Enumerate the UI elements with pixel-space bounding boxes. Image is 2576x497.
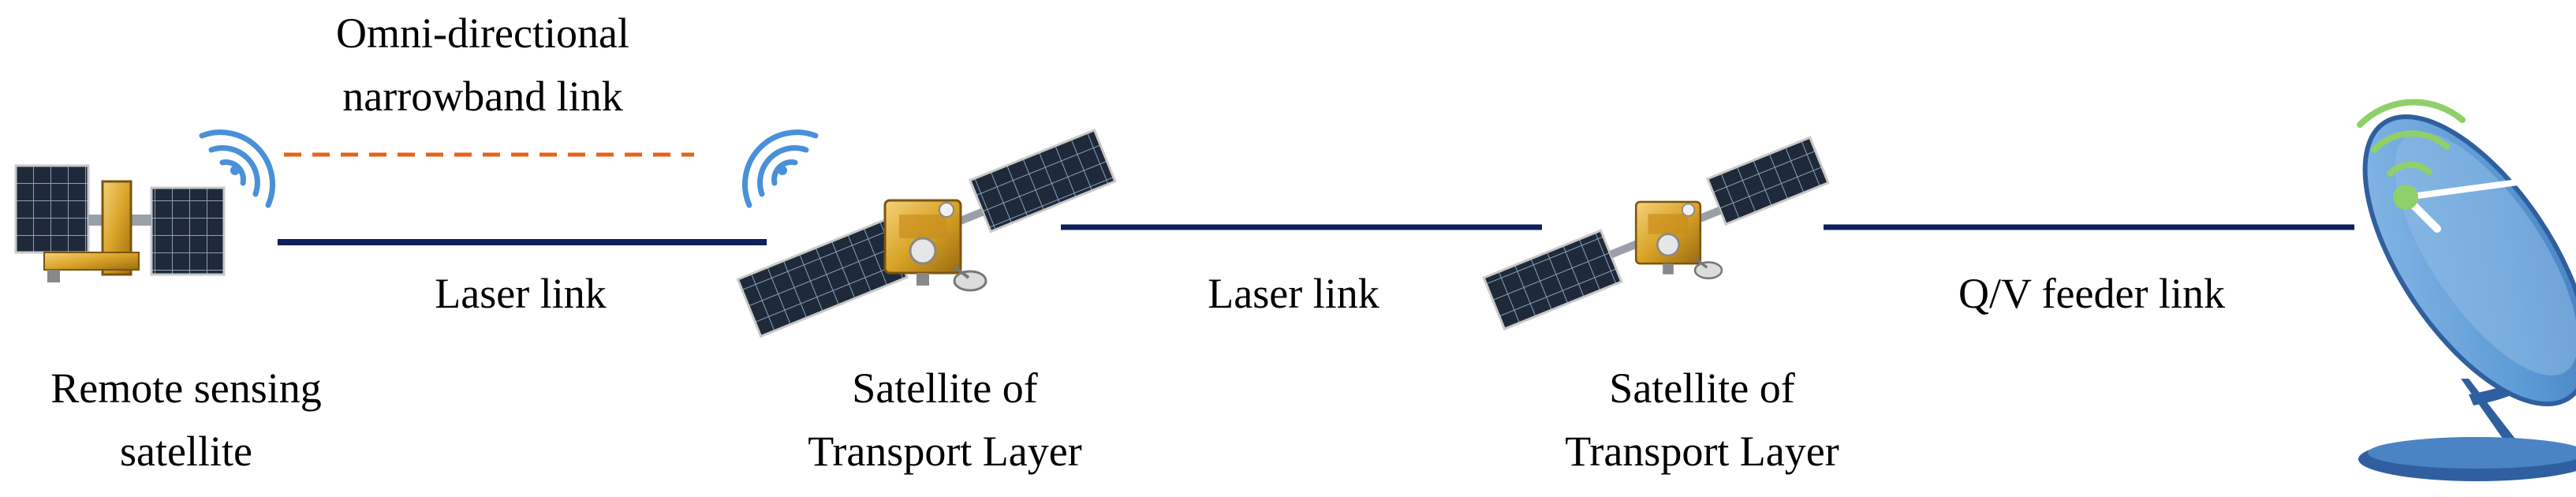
transport-satellite-1-label-line1: Satellite of bbox=[852, 364, 1037, 412]
transport-satellite-2-label-line1: Satellite of bbox=[1609, 364, 1794, 412]
remote-satellite-label-line1: Remote sensing bbox=[50, 364, 321, 412]
feeder-link-label: Q/V feeder link bbox=[1958, 270, 2225, 317]
omni-link-label-line1: Omni-directional bbox=[336, 9, 629, 57]
transport-satellite-1-label-line2: Transport Layer bbox=[808, 428, 1081, 475]
remote-satellite-label-line2: satellite bbox=[120, 428, 252, 475]
signal-icon-transport bbox=[742, 129, 819, 208]
ground-signal-icon bbox=[2357, 99, 2466, 177]
transport-satellite-2-icon bbox=[1482, 136, 1830, 331]
omni-link-label-line2: narrowband link bbox=[342, 73, 622, 120]
remote-sensing-satellite-icon bbox=[14, 164, 226, 282]
laser-link-label-2: Laser link bbox=[1208, 270, 1379, 317]
ground-station-dish-icon bbox=[2357, 99, 2576, 481]
laser-link-label-1: Laser link bbox=[435, 270, 606, 317]
signal-icon-remote bbox=[199, 129, 275, 208]
transport-satellite-1-icon bbox=[736, 128, 1117, 338]
transport-satellite-2-label-line2: Transport Layer bbox=[1565, 428, 1839, 475]
